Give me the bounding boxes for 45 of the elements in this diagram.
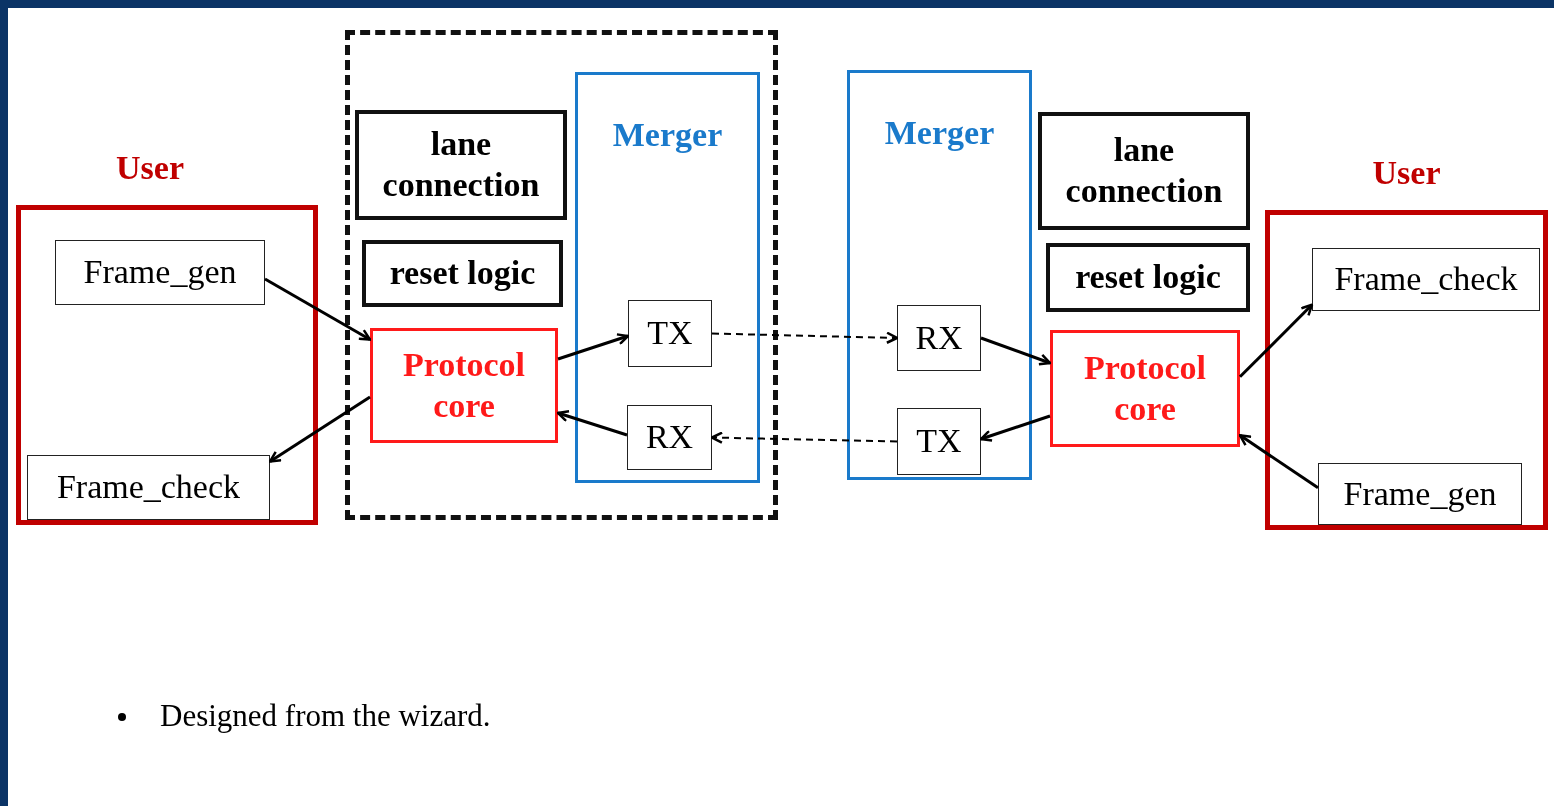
core-box: [1050, 330, 1240, 447]
box-label: RX: [915, 317, 963, 358]
box-label: Frame_gen: [83, 252, 237, 293]
box-label: Frame_check: [1334, 259, 1518, 300]
box-label: lane connection: [381, 124, 541, 205]
box-label: lane connection: [1064, 130, 1224, 211]
note-text: Designed from the wizard.: [160, 698, 491, 734]
dashed-arrow: [710, 431, 898, 444]
box-label: Frame_check: [56, 467, 241, 508]
block-title: Merger: [883, 113, 996, 153]
process-box: [55, 240, 265, 305]
box-label: Protocol core: [1082, 347, 1208, 429]
process-box: [897, 408, 981, 475]
arrow: [556, 410, 628, 437]
core-box: [370, 328, 558, 443]
arrow: [264, 277, 372, 341]
box-label: RX: [645, 417, 694, 458]
box-label: reset logic: [388, 253, 537, 294]
arrow: [268, 395, 371, 463]
arrow: [557, 333, 630, 361]
process-box: [1038, 112, 1250, 230]
box-label: reset logic: [1074, 257, 1222, 298]
group-heading: User: [115, 148, 185, 188]
transceiver-box: [847, 70, 1032, 480]
process-box: [628, 300, 712, 367]
group-heading: User: [1371, 153, 1442, 193]
process-box: [1046, 243, 1250, 312]
dashed-arrow: [711, 331, 899, 344]
block-title: Merger: [611, 115, 724, 155]
process-box: [362, 240, 563, 307]
process-box: [27, 455, 270, 520]
box-label: Protocol core: [401, 344, 527, 426]
box-label: TX: [647, 313, 693, 354]
process-box: [1318, 463, 1522, 525]
process-box: [355, 110, 567, 220]
box-label: Frame_gen: [1343, 473, 1497, 514]
box-label: TX: [916, 421, 962, 462]
arrow: [1238, 434, 1319, 490]
group-box: [345, 30, 778, 520]
arrow: [980, 336, 1052, 366]
process-box: [897, 305, 981, 371]
arrow: [979, 414, 1051, 442]
transceiver-box: [575, 72, 760, 483]
process-box: [1312, 248, 1540, 311]
process-box: [627, 405, 712, 470]
